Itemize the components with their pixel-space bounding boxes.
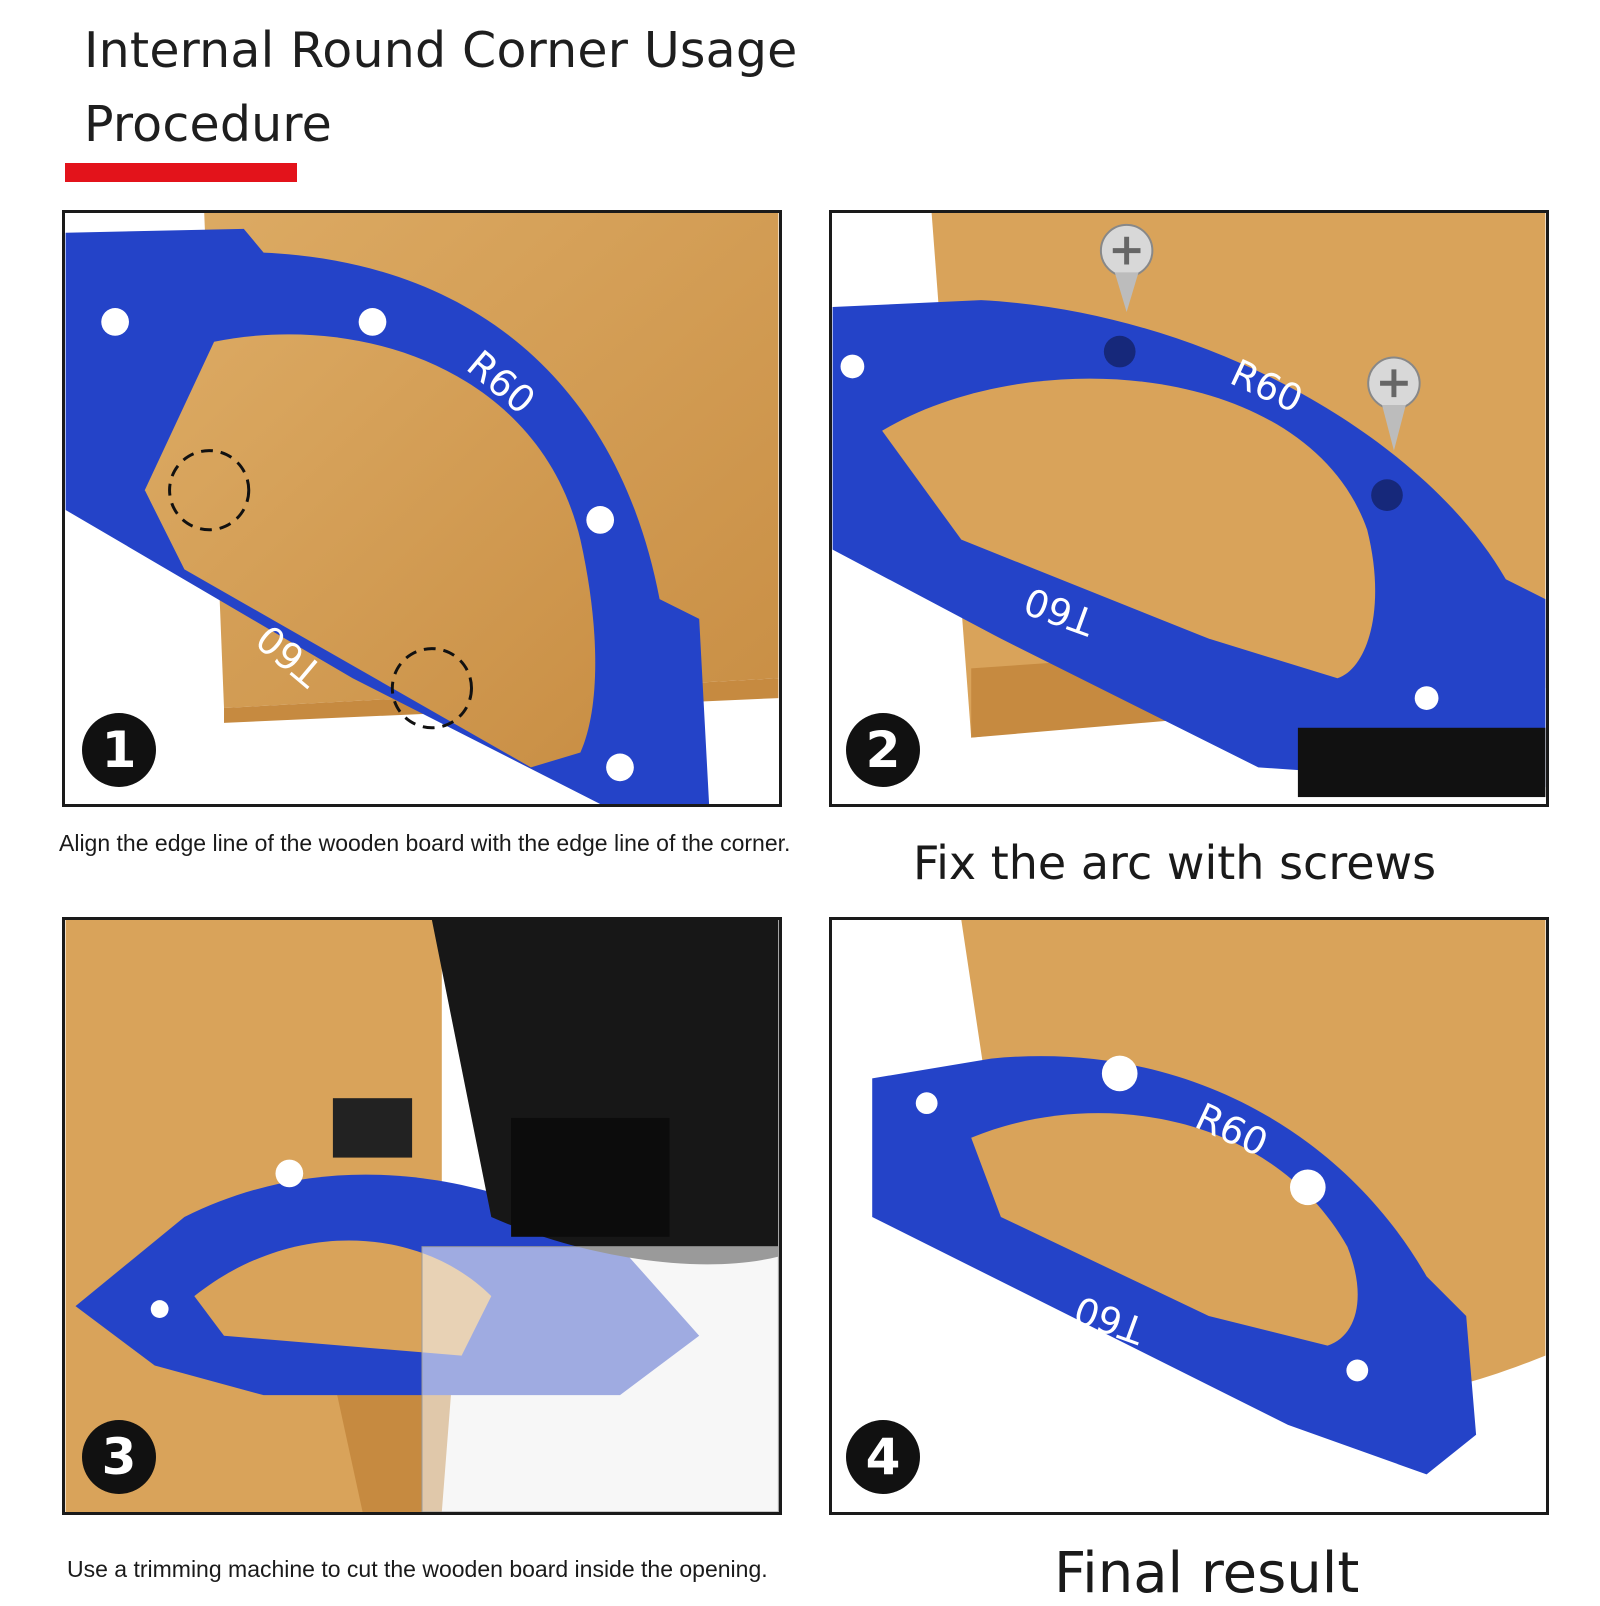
template-opening	[971, 1113, 1358, 1346]
router-adjust-knob	[332, 1098, 413, 1158]
screw-hole	[1371, 479, 1403, 511]
screw-icon	[1367, 356, 1421, 451]
screw-icon	[1101, 1055, 1138, 1092]
title-line-2: Procedure	[84, 96, 332, 153]
step-2-illustration: R60 T60	[832, 213, 1546, 804]
mount-hole	[101, 308, 129, 336]
template-opening	[194, 1240, 492, 1356]
step-number-badge: 2	[846, 713, 920, 787]
step-4-caption: Final result	[1054, 1541, 1360, 1606]
step-2-panel: R60 T60 2	[829, 210, 1549, 807]
step-3-caption: Use a trimming machine to cut the wooden…	[67, 1556, 768, 1582]
step-1-illustration: R60 T60	[65, 213, 779, 804]
screw-hole	[1103, 335, 1136, 368]
alignment-marker	[168, 449, 251, 532]
step-number-badge: 4	[846, 1420, 920, 1494]
screw-icon	[1289, 1169, 1326, 1206]
router-motor-base	[511, 1117, 670, 1237]
step-number-badge: 1	[82, 713, 156, 787]
step-1-panel: R60 T60 1	[62, 210, 782, 807]
mount-hole	[606, 753, 634, 782]
step-1-caption: Align the edge line of the wooden board …	[59, 830, 791, 856]
mount-hole	[1414, 686, 1439, 710]
mount-hole	[840, 354, 865, 379]
step-3-illustration	[65, 920, 779, 1512]
alignment-marker	[390, 647, 473, 730]
step-4-illustration: R60 T60	[832, 920, 1546, 1512]
title-accent-bar	[65, 163, 297, 182]
title-line-1: Internal Round Corner Usage	[84, 22, 798, 79]
screw-icon	[1099, 223, 1154, 312]
mount-hole	[150, 1300, 169, 1318]
mount-hole	[1346, 1359, 1369, 1382]
page-title: Internal Round Corner Usage Procedure	[84, 14, 844, 162]
step-number-badge: 3	[82, 1420, 156, 1494]
screw-icon	[275, 1159, 304, 1188]
step-3-panel: 3	[62, 917, 782, 1515]
step-2-caption: Fix the arc with screws	[913, 836, 1437, 890]
template-opening	[882, 378, 1376, 679]
mount-hole	[586, 506, 615, 534]
router-clear-base	[421, 1246, 779, 1512]
clamp-block	[1297, 727, 1546, 798]
mount-hole	[358, 308, 387, 336]
template-opening	[144, 334, 596, 768]
mount-hole	[915, 1092, 938, 1115]
step-4-panel: R60 T60 4	[829, 917, 1549, 1515]
